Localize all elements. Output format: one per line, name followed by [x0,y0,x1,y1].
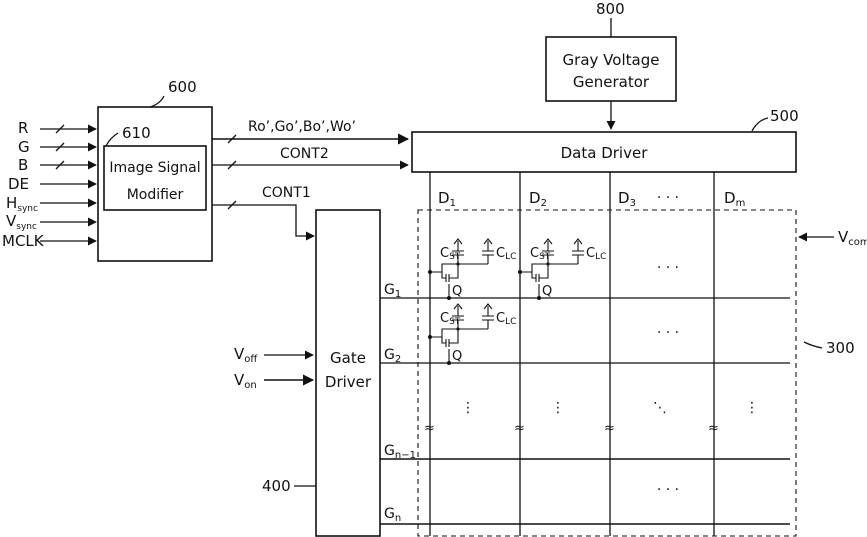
lc-capacitor-label: CLC [586,246,606,262]
tft-transistor [532,264,548,282]
input-label-r: R [18,119,28,137]
controller-ref: 600 [168,78,197,96]
gate-line-label-gn-1: Gn−1 [384,443,416,461]
data-line-label-d2: D2 [529,189,547,209]
vertical-ellipsis-col-m: ⋮ [745,400,759,416]
junction-dot [447,296,451,300]
modifier-label-line2: Modifier [127,187,184,203]
gate-driver-ref: 400 [262,477,291,495]
data-line-ellipsis: · · · [657,190,679,206]
gate-line-label-gn: Gn [384,506,401,524]
panel-boundary [418,210,796,536]
break-mark: ≈ [514,421,525,436]
tft-label: Q [542,284,552,299]
lc-capacitor-label: CLC [496,311,516,327]
junction-dot [428,335,432,339]
ellipsis-row1: · · · [657,260,679,276]
ellipsis-row2: · · · [657,325,679,341]
input-label-hsync: Hsync [6,194,38,214]
input-label-g: G [18,138,30,156]
gate-driver-line1: Gate [330,349,366,367]
break-mark: ≈ [708,421,719,436]
tft-transistor [442,264,458,282]
voff-label: Voff [234,345,258,365]
input-label-vsync: Vsync [6,212,37,232]
input-label-b: B [18,156,28,174]
gray-voltage-generator-box [546,37,676,101]
gate-line-label-g1: G1 [384,282,401,300]
controller-ref-leader [150,96,164,107]
modifier-label-line1: Image Signal [109,160,200,176]
ellipsis-row-n: · · · [657,482,679,498]
rgbw-signal-label: Ro’,Go’,Bo’,Wo’ [248,119,356,135]
cont1-signal-wire [212,205,314,236]
gray-voltage-line2: Generator [573,73,650,91]
gray-voltage-ref: 800 [596,0,625,18]
vertical-ellipsis-col1: ⋮ [461,400,475,416]
pixel-cells: QCSTCLCQCSTCLCQCSTCLC [428,239,606,365]
data-driver-ref: 500 [770,107,799,125]
tft-label: Q [452,349,462,364]
lc-capacitor [572,239,584,264]
vcom-label: Vcom [838,228,867,248]
junction-dot [546,262,549,265]
data-line-label-d3: D3 [618,189,636,209]
diagonal-ellipsis: ⋱ [653,400,667,416]
data-line-label-dm: Dm [724,189,745,209]
input-signals: R G B DE Hsync Vsync MCLK [2,119,96,250]
vertical-ellipsis-col2: ⋮ [551,400,565,416]
cont2-signal-label: CONT2 [280,146,329,162]
input-label-mclk: MCLK [2,232,45,250]
modifier-ref: 610 [122,124,151,142]
panel-ref: 300 [826,339,855,357]
break-mark: ≈ [424,421,435,436]
gray-voltage-line1: Gray Voltage [563,51,660,69]
panel-ref-leader [804,342,822,348]
break-mark: ≈ [604,421,615,436]
junction-dot [518,270,522,274]
von-label: Von [234,371,257,391]
data-line-label-d1: D1 [438,189,456,209]
gate-line-label-g2: G2 [384,347,401,365]
tft-label: Q [452,284,462,299]
data-driver-ref-leader [752,118,768,131]
lc-capacitor [482,304,494,329]
gate-driver-line2: Driver [325,373,372,391]
data-driver-label: Data Driver [561,144,649,162]
junction-dot [428,270,432,274]
tft-transistor [442,329,458,347]
junction-dot [447,361,451,365]
lc-capacitor [482,239,494,264]
junction-dot [456,262,459,265]
junction-dot [456,327,459,330]
cont1-signal-label: CONT1 [262,185,311,201]
input-label-de: DE [8,175,29,193]
data-lines: D1 D2 D3 Dm · · · ≈ ≈ ≈ ≈ [424,172,745,536]
lc-capacitor-label: CLC [496,246,516,262]
junction-dot [537,296,541,300]
